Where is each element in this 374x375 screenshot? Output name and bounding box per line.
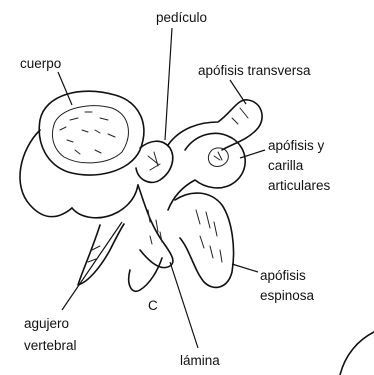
leader-espinosa — [232, 264, 258, 272]
label-articulares-line3: articulares — [268, 178, 331, 193]
label-cuerpo: cuerpo — [20, 56, 61, 71]
label-articulares-line2: carilla — [268, 158, 304, 173]
label-agujero-line2: vertebral — [24, 338, 77, 353]
label-pediculo: pedículo — [156, 10, 207, 25]
pedicle-shape — [136, 141, 173, 182]
spinous-process — [175, 193, 234, 287]
leader-pediculo — [165, 28, 172, 140]
leader-agujero — [62, 222, 122, 310]
corner-arc — [340, 332, 374, 375]
leader-transversa — [230, 80, 246, 104]
lamina-arch — [129, 185, 173, 291]
labels: pedículo cuerpo apófisis transversa apóf… — [20, 10, 331, 368]
label-lamina: lámina — [180, 353, 220, 368]
vertebral-foramen-region — [72, 185, 138, 285]
label-espinosa-line2: espinosa — [260, 288, 315, 303]
leader-lamina — [170, 262, 198, 348]
label-articulares-line1: apófisis y — [268, 138, 325, 153]
label-apofisis-transversa: apófisis transversa — [198, 63, 311, 78]
label-espinosa-line1: apófisis — [260, 268, 306, 283]
leader-cuerpo — [58, 72, 72, 105]
vertebral-body — [20, 91, 144, 216]
panel-letter: C — [148, 298, 158, 313]
transverse-process — [168, 100, 262, 150]
label-agujero-line1: agujero — [24, 316, 69, 331]
